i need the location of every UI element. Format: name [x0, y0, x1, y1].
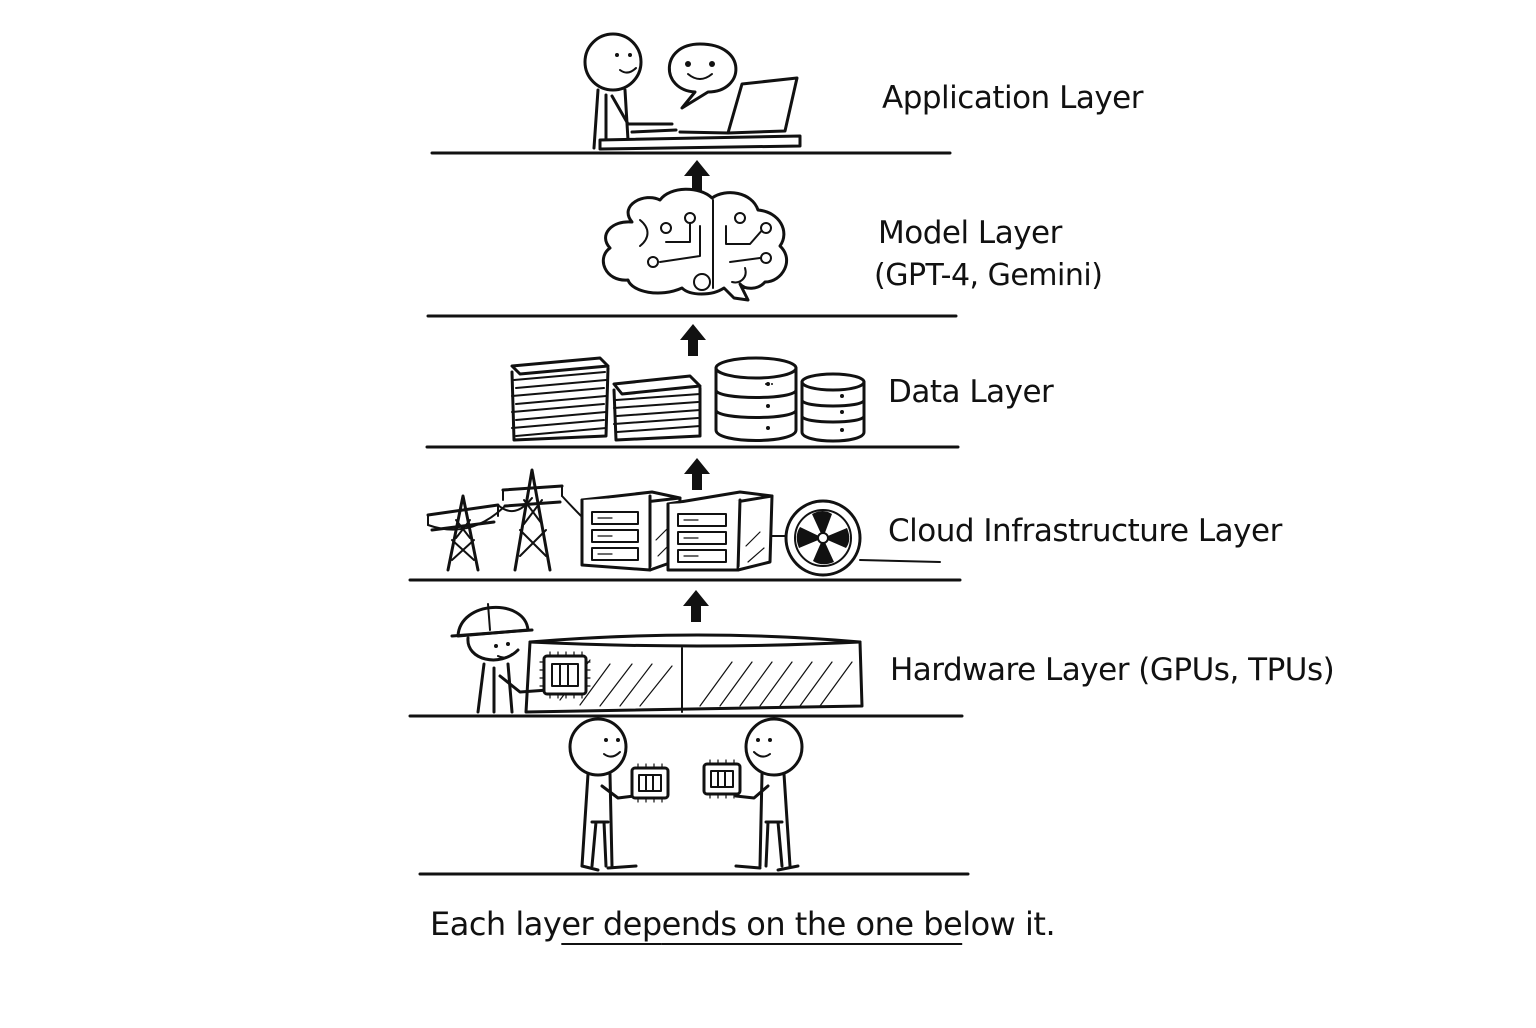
shelf-lines [408, 151, 970, 876]
label-cloud-infrastructure-layer: Cloud Infrastructure Layer [888, 513, 1282, 549]
person-at-laptop-icon [583, 32, 802, 151]
caption-underline-2: ends on the one be [661, 905, 963, 943]
chip-icon [702, 759, 742, 799]
label-hardware-layer: Hardware Layer (GPUs, TPUs) [890, 652, 1335, 688]
caption-part-3: low it. [962, 905, 1056, 943]
chip-icon [539, 651, 591, 699]
label-data-layer: Data Layer [888, 374, 1054, 410]
server-rack-icon [580, 490, 682, 572]
speech-bubble-icon [667, 42, 738, 110]
document-stack-icon [612, 374, 702, 442]
caption-underline-1: er dep [561, 905, 662, 943]
database-icon [714, 356, 798, 442]
label-model-examples: (GPT-4, Gemini) [874, 258, 1103, 293]
fan-icon [784, 499, 941, 577]
label-model-layer: Model Layer [878, 215, 1062, 251]
hardware-slab [524, 633, 864, 714]
worker-hardhat-icon [450, 603, 550, 714]
label-application-layer: Application Layer [882, 80, 1144, 116]
power-tower-icon [427, 468, 586, 572]
up-arrow-icon [683, 590, 709, 622]
server-rack-icon [666, 490, 791, 572]
database-icon [800, 372, 866, 443]
chip-icon [630, 763, 670, 803]
caption: Each layer depends on the one below it. [430, 905, 1056, 943]
up-arrow-icon [680, 324, 706, 356]
caption-part-1: Each lay [430, 905, 562, 943]
document-stack-icon [510, 356, 610, 442]
power-tower-icon [426, 494, 500, 572]
person-holding-chip-icon [734, 717, 804, 872]
up-arrow-icon [684, 458, 710, 490]
person-holding-chip-icon [568, 717, 638, 872]
brain-circuit-icon [601, 187, 788, 302]
up-arrow-icon [684, 160, 710, 192]
